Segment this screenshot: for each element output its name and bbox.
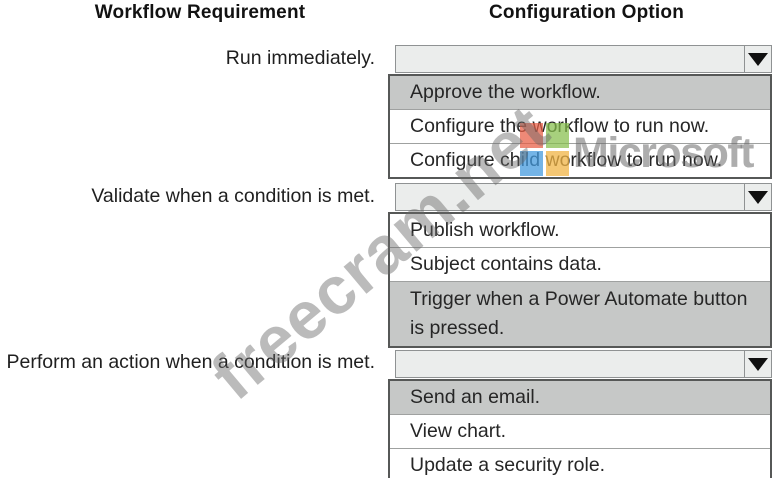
option-item[interactable]: Configure the workflow to run now. (390, 109, 770, 143)
option-item[interactable]: View chart. (390, 414, 770, 448)
dropdown-arrow-icon (748, 357, 768, 371)
options-list-run-immediately: Approve the workflow. Configure the work… (388, 74, 772, 179)
option-item[interactable]: Publish workflow. (390, 214, 770, 247)
dropdown-select-validate-condition[interactable] (395, 183, 772, 211)
dropdown-select-run-immediately[interactable] (395, 45, 772, 73)
column-header-workflow-requirement: Workflow Requirement (94, 2, 306, 23)
option-item[interactable]: Approve the workflow. (390, 76, 770, 109)
option-item[interactable]: Update a security role. (390, 448, 770, 478)
dropdown-arrow-icon (748, 52, 768, 66)
option-item[interactable]: Subject contains data. (390, 247, 770, 281)
dropdown-arrow-icon (748, 190, 768, 204)
option-item[interactable]: Send an email. (390, 381, 770, 414)
requirement-label-perform-action: Perform an action when a condition is me… (6, 351, 375, 373)
options-list-validate-condition: Publish workflow. Subject contains data.… (388, 212, 772, 348)
dropdown-button[interactable] (744, 46, 771, 72)
dropdown-button[interactable] (744, 184, 771, 210)
option-item[interactable]: Trigger when a Power Automate button is … (390, 281, 770, 346)
options-list-perform-action: Send an email. View chart. Update a secu… (388, 379, 772, 478)
dropdown-button[interactable] (744, 351, 771, 377)
option-item[interactable]: Configure child workflow to run now. (390, 143, 770, 177)
column-header-configuration-option: Configuration Option (488, 2, 684, 23)
dropdown-select-perform-action[interactable] (395, 350, 772, 378)
requirement-label-validate-condition: Validate when a condition is met. (91, 185, 375, 207)
requirement-label-run-immediately: Run immediately. (225, 47, 375, 69)
